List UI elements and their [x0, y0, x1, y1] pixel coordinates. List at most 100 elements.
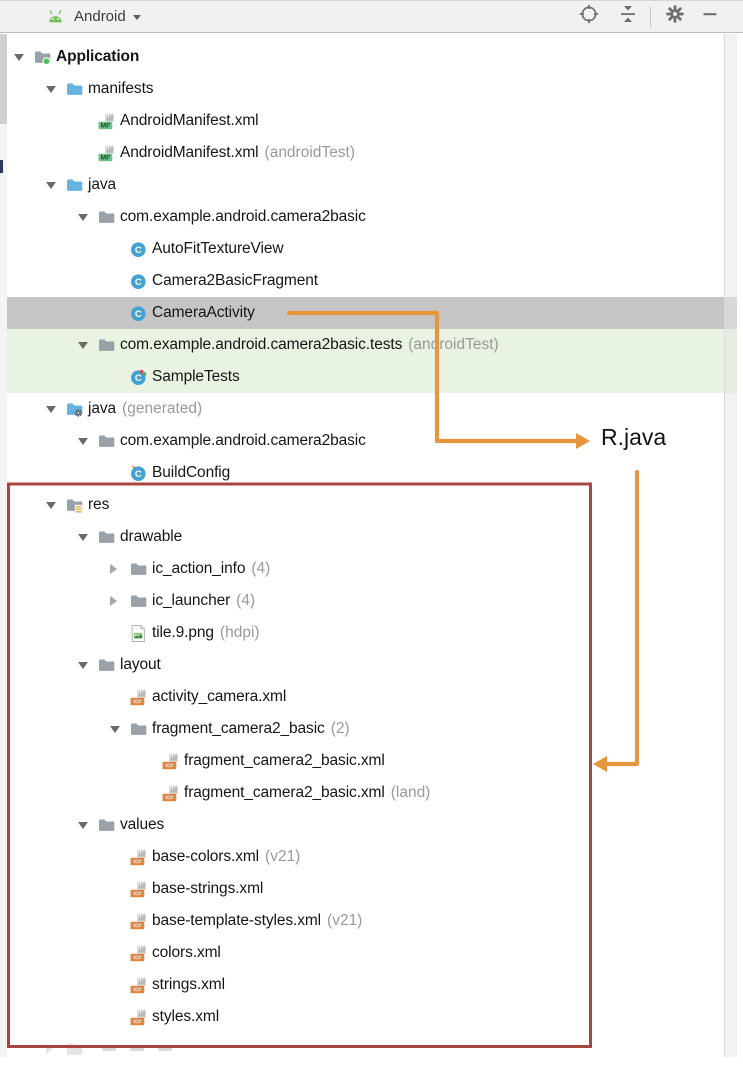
- clipped-row-text: [102, 1047, 116, 1051]
- expander-icon[interactable]: [78, 341, 88, 349]
- tree-item-suffix: (androidTest): [408, 336, 499, 353]
- file-xml-icon: <>: [162, 785, 184, 802]
- tree-item-suffix: (generated): [122, 400, 203, 417]
- svg-text:<>: <>: [133, 890, 141, 897]
- tree-item-label: activity_camera.xml: [152, 688, 287, 705]
- tree-row-fragment-camera2-basic-xml[interactable]: <>fragment_camera2_basic.xml: [7, 745, 737, 777]
- clipped-row-text: [158, 1047, 172, 1051]
- collapse-all-button[interactable]: [615, 4, 641, 30]
- tree-row-base-colors-xml[interactable]: <>base-colors.xml(v21): [7, 841, 737, 873]
- settings-button[interactable]: [662, 4, 688, 30]
- tree-item-suffix: (land): [390, 784, 431, 801]
- svg-text:C: C: [135, 245, 142, 256]
- tree-row-colors-xml[interactable]: <>colors.xml: [7, 937, 737, 969]
- tree-row-clipped[interactable]: [7, 1033, 737, 1065]
- file-manifest-icon: MF: [98, 145, 120, 162]
- folder-package-icon: [66, 1041, 88, 1057]
- tree-row-styles-xml[interactable]: <>styles.xml: [7, 1001, 737, 1033]
- header-toolbar: [576, 4, 723, 30]
- expander-icon[interactable]: [78, 661, 88, 669]
- expander-icon[interactable]: [110, 596, 117, 606]
- svg-text:<>: <>: [133, 986, 141, 993]
- tree-item-label: drawable: [120, 528, 183, 545]
- tree-row-java[interactable]: java(generated): [7, 393, 737, 425]
- view-selector-label: Android: [74, 8, 126, 25]
- tree-row-drawable[interactable]: drawable: [7, 521, 737, 553]
- settings-icon: [665, 4, 685, 29]
- tree-item-label: fragment_camera2_basic.xml: [184, 784, 385, 801]
- tree-item-label: java: [88, 176, 117, 193]
- svg-text:<>: <>: [133, 922, 141, 929]
- expander-icon[interactable]: [78, 821, 88, 829]
- tree-item-suffix: (v21): [265, 848, 301, 865]
- expander-icon[interactable]: [78, 437, 88, 445]
- tree-row-layout[interactable]: layout: [7, 649, 737, 681]
- expander-icon[interactable]: [46, 85, 56, 93]
- folder-blue-icon: [66, 81, 88, 97]
- hide-button[interactable]: [697, 4, 723, 30]
- tree-row-java[interactable]: java: [7, 169, 737, 201]
- tree-row-base-strings-xml[interactable]: <> base-strings.xml: [7, 873, 737, 905]
- view-selector[interactable]: Android: [46, 8, 141, 25]
- tool-window-rail-top: [0, 34, 7, 124]
- tree-item-label: Camera2BasicFragment: [152, 272, 318, 289]
- expander-icon[interactable]: [110, 725, 120, 733]
- tree-item-label: fragment_camera2_basic: [152, 720, 325, 737]
- tree-item-label: BuildConfig: [152, 464, 231, 481]
- file-xml-icon: <>: [130, 913, 152, 930]
- tree-item-label: res: [88, 496, 110, 513]
- folder-package-icon: [98, 529, 120, 545]
- expander-icon[interactable]: [78, 533, 88, 541]
- expander-icon[interactable]: [46, 405, 56, 413]
- tree-row-res[interactable]: res: [7, 489, 737, 521]
- tree-row-application[interactable]: Application: [7, 41, 737, 73]
- tree-item-label: base-strings.xml: [152, 880, 264, 897]
- tree-item-label: CameraActivity: [152, 304, 255, 321]
- tree-row-ic-action-info[interactable]: ic_action_info(4): [7, 553, 737, 585]
- folder-package-icon: [130, 721, 152, 737]
- folder-package-icon: [130, 561, 152, 577]
- expander-icon[interactable]: [46, 181, 56, 189]
- folder-package-icon: [98, 209, 120, 225]
- expander-icon[interactable]: [46, 501, 56, 509]
- tree-row-values[interactable]: values: [7, 809, 737, 841]
- svg-text:MF: MF: [100, 154, 110, 161]
- tree-row-tile-9-png[interactable]: tile.9.png(hdpi): [7, 617, 737, 649]
- tree-row-fragment-camera2-basic-xml[interactable]: <> fragment_camera2_basic.xml (land): [7, 777, 737, 809]
- file-xml-icon: <>: [130, 1009, 152, 1026]
- tree-row-manifests[interactable]: manifests: [7, 73, 737, 105]
- tree-row-activity-camera-xml[interactable]: <>activity_camera.xml: [7, 681, 737, 713]
- tree-item-label: fragment_camera2_basic.xml: [184, 752, 385, 769]
- expander-icon[interactable]: [14, 53, 24, 61]
- tree-row-com-example-android-camera2basic[interactable]: com.example.android.camera2basic: [7, 201, 737, 233]
- r-java-annotation-label: R.java: [601, 424, 667, 450]
- collapse-all-icon: [619, 4, 637, 29]
- file-xml-icon: <>: [130, 977, 152, 994]
- locate-button[interactable]: [576, 4, 602, 30]
- tree-row-strings-xml[interactable]: <>strings.xml: [7, 969, 737, 1001]
- class-icon: C: [130, 305, 152, 322]
- tree-item-label: AndroidManifest.xml: [120, 112, 259, 129]
- svg-text:<>: <>: [165, 794, 173, 801]
- android-logo-icon: [46, 9, 68, 24]
- expander-icon[interactable]: [78, 213, 88, 221]
- expander-icon[interactable]: [46, 1044, 53, 1054]
- folder-package-icon: [98, 337, 120, 353]
- tree-item-label: com.example.android.camera2basic: [120, 432, 366, 449]
- expander-icon[interactable]: [110, 564, 117, 574]
- class-icon: C: [130, 241, 152, 258]
- tree-row-fragment-camera2-basic[interactable]: fragment_camera2_basic(2): [7, 713, 737, 745]
- tree-row-ic-launcher[interactable]: ic_launcher(4): [7, 585, 737, 617]
- tree-row-base-template-styles-xml[interactable]: <>base-template-styles.xml(v21): [7, 905, 737, 937]
- scrollbar-track[interactable]: [725, 34, 737, 1057]
- tree-row-com-example-android-camera2basic-tests[interactable]: com.example.android.camera2basic.tests(a…: [7, 329, 737, 361]
- tree-item-label: layout: [120, 656, 161, 673]
